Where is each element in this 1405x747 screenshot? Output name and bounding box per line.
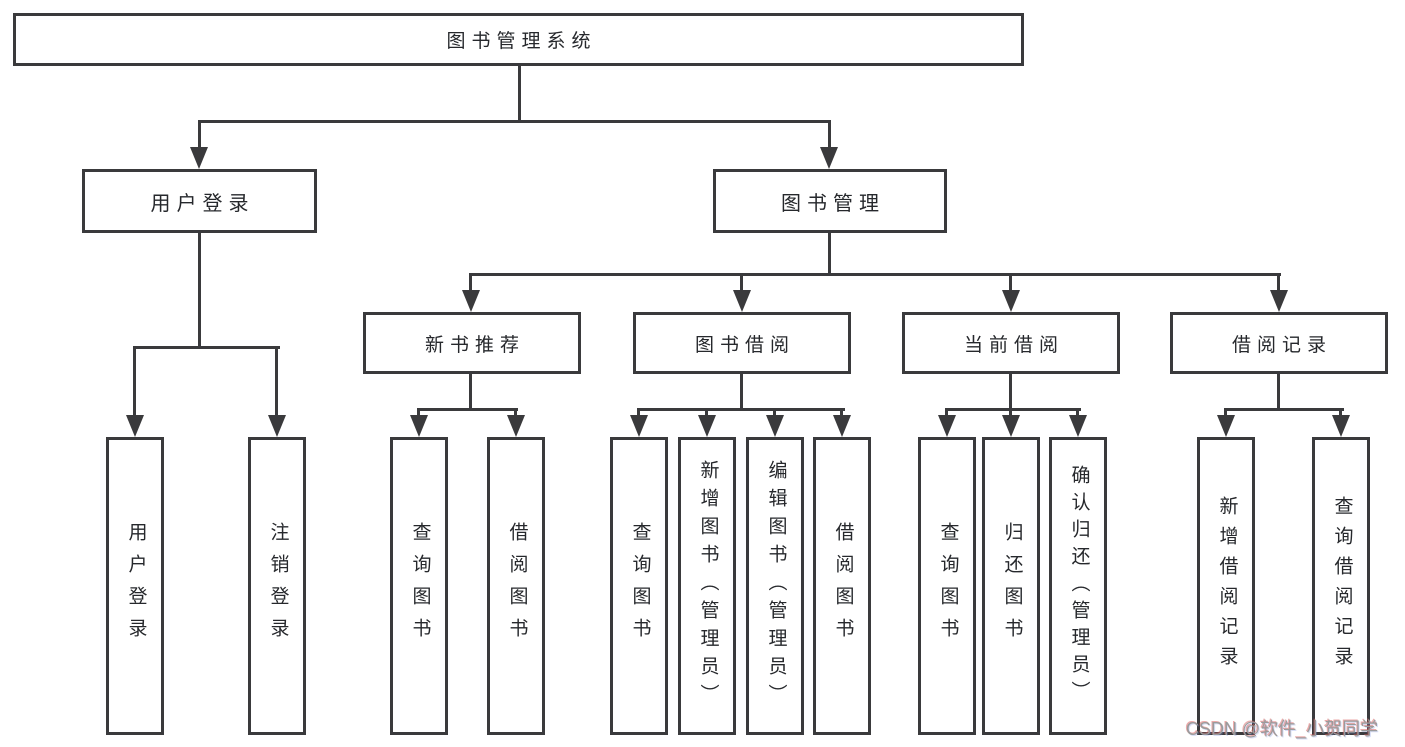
connector-bookmgmt-vline: [828, 233, 831, 273]
arrow-down-icon: [462, 290, 480, 312]
arrow-down-icon: [733, 290, 751, 312]
node-root-system: 图书管理系统: [13, 13, 1024, 66]
arrow-down-icon: [1270, 290, 1288, 312]
leaf-borrow-edit-books-admin: 编辑图书（管理员）: [746, 437, 804, 735]
connector-records-hline: [1224, 408, 1344, 411]
connector-bookmgmt-stem: [740, 273, 743, 293]
connector-newbook-hline: [417, 408, 518, 411]
connector-userlogin-stem: [133, 346, 136, 418]
node-new-book-recommend-label: 新书推荐: [424, 334, 525, 356]
arrow-down-icon: [1217, 415, 1235, 437]
connector-borrow-stem: [840, 408, 843, 418]
connector-records-stem: [1224, 408, 1227, 418]
leaf-borrow-edit-books-admin-label: 编辑图书（管理员）: [765, 460, 787, 712]
node-user-login-label: 用户登录: [150, 192, 255, 215]
arrow-down-icon: [698, 415, 716, 437]
node-current-borrow: 当前借阅: [902, 312, 1120, 374]
node-borrow-records-label: 借阅记录: [1231, 334, 1332, 356]
connector-current-stem: [1009, 408, 1012, 418]
leaf-records-query-record: 查询借阅记录: [1312, 437, 1370, 735]
leaf-current-query-books-label: 查询图书: [937, 522, 959, 650]
arrow-down-icon: [1002, 290, 1020, 312]
leaf-records-add-record-label: 新增借阅记录: [1216, 496, 1238, 676]
leaf-user-login-label: 用户登录: [125, 522, 147, 650]
leaf-newbook-query-books: 查询图书: [390, 437, 448, 735]
leaf-records-query-record-label: 查询借阅记录: [1331, 496, 1353, 676]
connector-bookmgmt-stem: [1277, 273, 1280, 293]
leaf-current-return-books-label: 归还图书: [1001, 522, 1023, 650]
node-new-book-recommend: 新书推荐: [363, 312, 581, 374]
leaf-logout: 注销登录: [248, 437, 306, 735]
node-root-label: 图书管理系统: [446, 31, 597, 52]
connector-current-hline: [945, 408, 1081, 411]
leaf-records-add-record: 新增借阅记录: [1197, 437, 1255, 735]
node-book-management-label: 图书管理: [781, 192, 885, 215]
connector-root-hline: [198, 120, 831, 123]
node-book-borrow: 图书借阅: [633, 312, 851, 374]
leaf-borrow-add-books-admin: 新增图书（管理员）: [678, 437, 736, 735]
arrow-down-icon: [410, 415, 428, 437]
leaf-current-query-books: 查询图书: [918, 437, 976, 735]
arrow-down-icon: [766, 415, 784, 437]
node-user-login: 用户登录: [82, 169, 317, 233]
arrow-down-icon: [507, 415, 525, 437]
connector-borrow-stem: [705, 408, 708, 418]
arrow-down-icon: [938, 415, 956, 437]
leaf-borrow-query-books: 查询图书: [610, 437, 668, 735]
connector-bookmgmt-stem: [469, 273, 472, 293]
leaf-current-return-books: 归还图书: [982, 437, 1040, 735]
arrow-down-icon: [1002, 415, 1020, 437]
connector-root-left-stem: [198, 120, 201, 148]
connector-current-stem: [945, 408, 948, 418]
connector-userlogin-hline: [133, 346, 280, 349]
arrow-down-icon: [126, 415, 144, 437]
arrow-down-icon: [1332, 415, 1350, 437]
arrow-down-icon: [1069, 415, 1087, 437]
connector-newbook-vline: [469, 374, 472, 408]
leaf-logout-label: 注销登录: [267, 522, 289, 650]
connector-borrow-stem: [637, 408, 640, 418]
connector-records-vline: [1277, 374, 1280, 408]
connector-bookmgmt-hline: [469, 273, 1281, 276]
connector-root-vline: [518, 66, 521, 120]
csdn-watermark: CSDN @软件_小贺同学: [1186, 719, 1379, 739]
leaf-newbook-query-books-label: 查询图书: [409, 522, 431, 650]
leaf-borrow-borrow-books: 借阅图书: [813, 437, 871, 735]
connector-current-vline: [1009, 374, 1012, 408]
arrow-down-icon: [190, 147, 208, 169]
connector-borrow-vline: [740, 374, 743, 408]
node-book-management: 图书管理: [713, 169, 947, 233]
connector-userlogin-vline: [198, 233, 201, 346]
connector-current-stem: [1076, 408, 1079, 418]
leaf-current-confirm-return-admin: 确认归还（管理员）: [1049, 437, 1107, 735]
leaf-newbook-borrow-books: 借阅图书: [487, 437, 545, 735]
connector-borrow-stem: [773, 408, 776, 418]
arrow-down-icon: [630, 415, 648, 437]
leaf-borrow-query-books-label: 查询图书: [629, 522, 651, 650]
node-borrow-records: 借阅记录: [1170, 312, 1388, 374]
leaf-borrow-add-books-admin-label: 新增图书（管理员）: [697, 460, 719, 712]
connector-records-stem: [1339, 408, 1342, 418]
arrow-down-icon: [820, 147, 838, 169]
arrow-down-icon: [268, 415, 286, 437]
leaf-current-confirm-return-admin-label: 确认归还（管理员）: [1068, 464, 1090, 708]
leaf-newbook-borrow-books-label: 借阅图书: [506, 522, 528, 650]
connector-newbook-stem: [514, 408, 517, 418]
connector-root-right-stem: [828, 120, 831, 148]
connector-bookmgmt-stem: [1009, 273, 1012, 293]
connector-newbook-stem: [417, 408, 420, 418]
leaf-borrow-borrow-books-label: 借阅图书: [832, 522, 854, 650]
connector-borrow-hline: [637, 408, 845, 411]
leaf-user-login: 用户登录: [106, 437, 164, 735]
connector-userlogin-stem: [275, 346, 278, 418]
node-book-borrow-label: 图书借阅: [694, 334, 795, 356]
arrow-down-icon: [833, 415, 851, 437]
node-current-borrow-label: 当前借阅: [963, 334, 1064, 356]
